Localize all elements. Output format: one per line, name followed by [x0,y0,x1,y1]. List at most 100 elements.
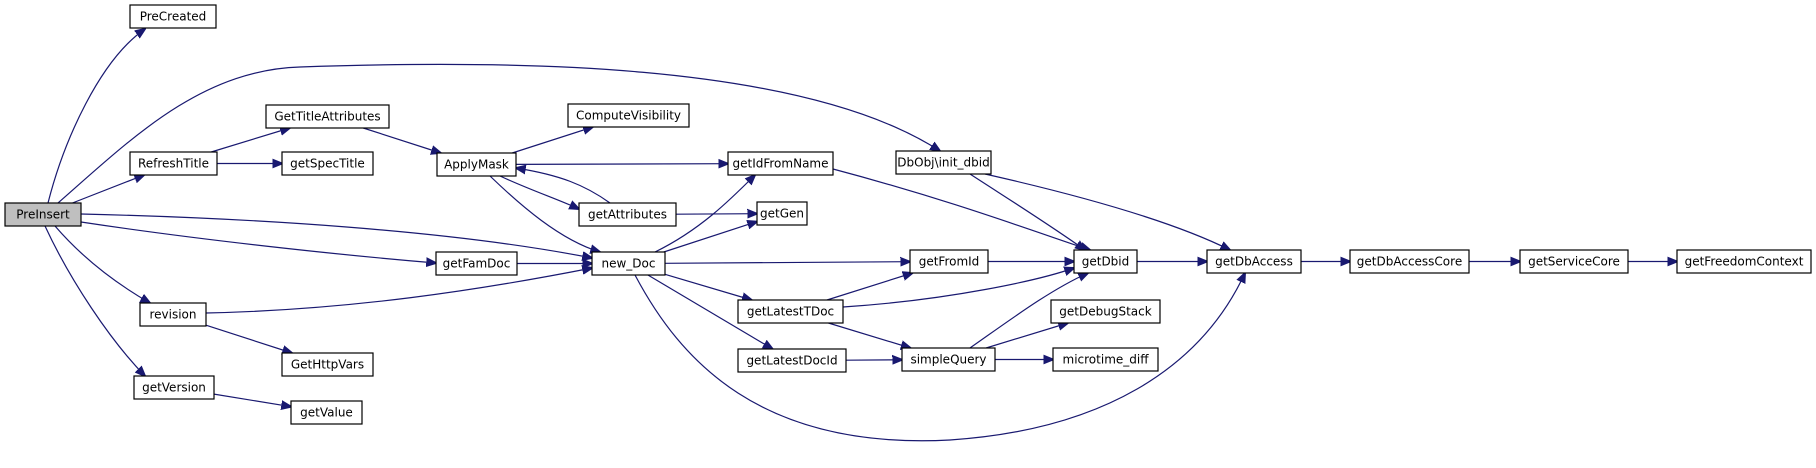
edge-revision-to-GetHttpVars [205,324,292,353]
node-label: getDbAccess [1215,255,1293,269]
node-revision[interactable]: revision [139,302,207,327]
node-RefreshTitle[interactable]: RefreshTitle [129,151,218,176]
edge-ApplyMask-to-new_Doc [489,175,600,252]
node-getIdFromName[interactable]: getIdFromName [727,151,834,176]
node-box [129,151,218,176]
edge-PreInsert-to-new_Doc [80,213,592,258]
edge-ApplyMask-to-getIdFromName [515,164,728,165]
node-label: PreInsert [16,208,70,222]
node-box [4,202,82,227]
node-PreInsert[interactable]: PreInsert [4,202,82,227]
node-box [727,151,834,176]
node-getSpecTitle[interactable]: getSpecTitle [281,151,374,176]
edge-getAttributes-to-ApplyMask [516,168,611,204]
node-box [435,251,518,276]
edge-PreInsert-to-DbObjInitDbid [57,63,940,204]
node-box [737,348,847,373]
node-label: ApplyMask [444,158,509,172]
edge-revision-to-new_Doc [205,268,592,314]
node-box [901,347,996,372]
node-getVersion[interactable]: getVersion [133,375,215,400]
node-ApplyMask[interactable]: ApplyMask [436,152,517,177]
node-box [1676,249,1812,274]
node-label: DbObj\init_dbid [897,156,989,170]
node-getAttributes[interactable]: getAttributes [578,202,677,227]
node-box [567,103,690,128]
node-label: getFreedomContext [1685,255,1804,269]
edge-RefreshTitle-to-GetTitleAttributes [211,128,290,153]
edge-PreInsert-to-RefreshTitle [72,175,144,204]
node-box [578,202,677,227]
node-PreCreated[interactable]: PreCreated [129,4,217,29]
node-label: revision [149,308,196,322]
node-getGen[interactable]: getGen [756,201,808,226]
edge-GetTitleAttributes-to-ApplyMask [363,127,441,153]
edge-ApplyMask-to-getAttributes [499,175,579,209]
node-label: getVersion [142,381,206,395]
node-label: getLatestTDoc [747,305,834,319]
edge-simpleQuery-to-getDbid [969,273,1088,349]
edge-DbObjInitDbid-to-getDbid [969,173,1085,250]
edge-new_Doc-to-getLatestTDoc [664,273,752,300]
node-getLatestDocId[interactable]: getLatestDocId [737,348,847,373]
node-microtime_diff[interactable]: microtime_diff [1052,347,1159,372]
node-label: getLatestDocId [746,354,837,368]
node-box [895,150,992,175]
node-simpleQuery[interactable]: simpleQuery [901,347,996,372]
node-label: new_Doc [602,257,656,271]
node-label: getGen [760,207,804,221]
node-box [133,375,215,400]
node-getDbAccess[interactable]: getDbAccess [1206,249,1302,274]
edge-ApplyMask-to-ComputeVisibility [512,127,593,154]
node-box [1052,347,1159,372]
node-getLatestTDoc[interactable]: getLatestTDoc [737,299,844,324]
node-label: ComputeVisibility [576,109,681,123]
node-label: getSpecTitle [290,157,365,171]
node-getDebugStack[interactable]: getDebugStack [1050,299,1161,324]
node-getFreedomContext[interactable]: getFreedomContext [1676,249,1812,274]
edge-new_Doc-to-getLatestDocId [647,274,773,349]
node-label: PreCreated [140,10,207,24]
node-getFamDoc[interactable]: getFamDoc [435,251,518,276]
node-box [265,104,390,129]
node-GetTitleAttributes[interactable]: GetTitleAttributes [265,104,390,129]
edge-new_Doc-to-getGen [663,222,757,253]
edge-DbObjInitDbid-to-getDbAccess [984,173,1230,250]
node-getDbAccessCore[interactable]: getDbAccessCore [1349,249,1470,274]
node-getServiceCore[interactable]: getServiceCore [1519,249,1629,274]
node-getValue[interactable]: getValue [290,400,363,425]
edge-new_Doc-to-getIdFromName [654,175,755,253]
node-GetHttpVars[interactable]: GetHttpVars [281,352,374,377]
node-box [1073,249,1138,274]
node-box [1206,249,1302,274]
node-label: simpleQuery [910,353,986,367]
edge-getVersion-to-getValue [213,393,291,407]
node-getFromId[interactable]: getFromId [909,249,989,274]
node-box [737,299,844,324]
edge-PreInsert-to-revision [54,225,150,303]
node-ComputeVisibility[interactable]: ComputeVisibility [567,103,690,128]
node-box [1349,249,1470,274]
edge-getIdFromName-to-getDbid [832,168,1090,250]
node-box [281,352,374,377]
node-label: getServiceCore [1528,255,1620,269]
edge-getLatestTDoc-to-getFromId [826,273,913,301]
node-label: getAttributes [588,208,667,222]
node-label: getDebugStack [1059,305,1151,319]
node-box [436,152,517,177]
edge-getLatestTDoc-to-getDbid [842,268,1074,308]
node-box [756,201,808,226]
edge-simpleQuery-to-getDebugStack [985,323,1068,349]
node-new_Doc[interactable]: new_Doc [591,251,666,276]
node-label: getValue [300,406,353,420]
node-label: getDbAccessCore [1357,255,1462,269]
edge-new_Doc-to-getFromId [664,262,910,264]
node-label: RefreshTitle [138,157,209,171]
node-label: GetTitleAttributes [274,110,380,124]
edge-PreInsert-to-getFamDoc [80,221,436,263]
node-DbObjInitDbid[interactable]: DbObj\init_dbid [895,150,992,175]
node-getDbid[interactable]: getDbid [1073,249,1138,274]
node-box [139,302,207,327]
node-box [281,151,374,176]
